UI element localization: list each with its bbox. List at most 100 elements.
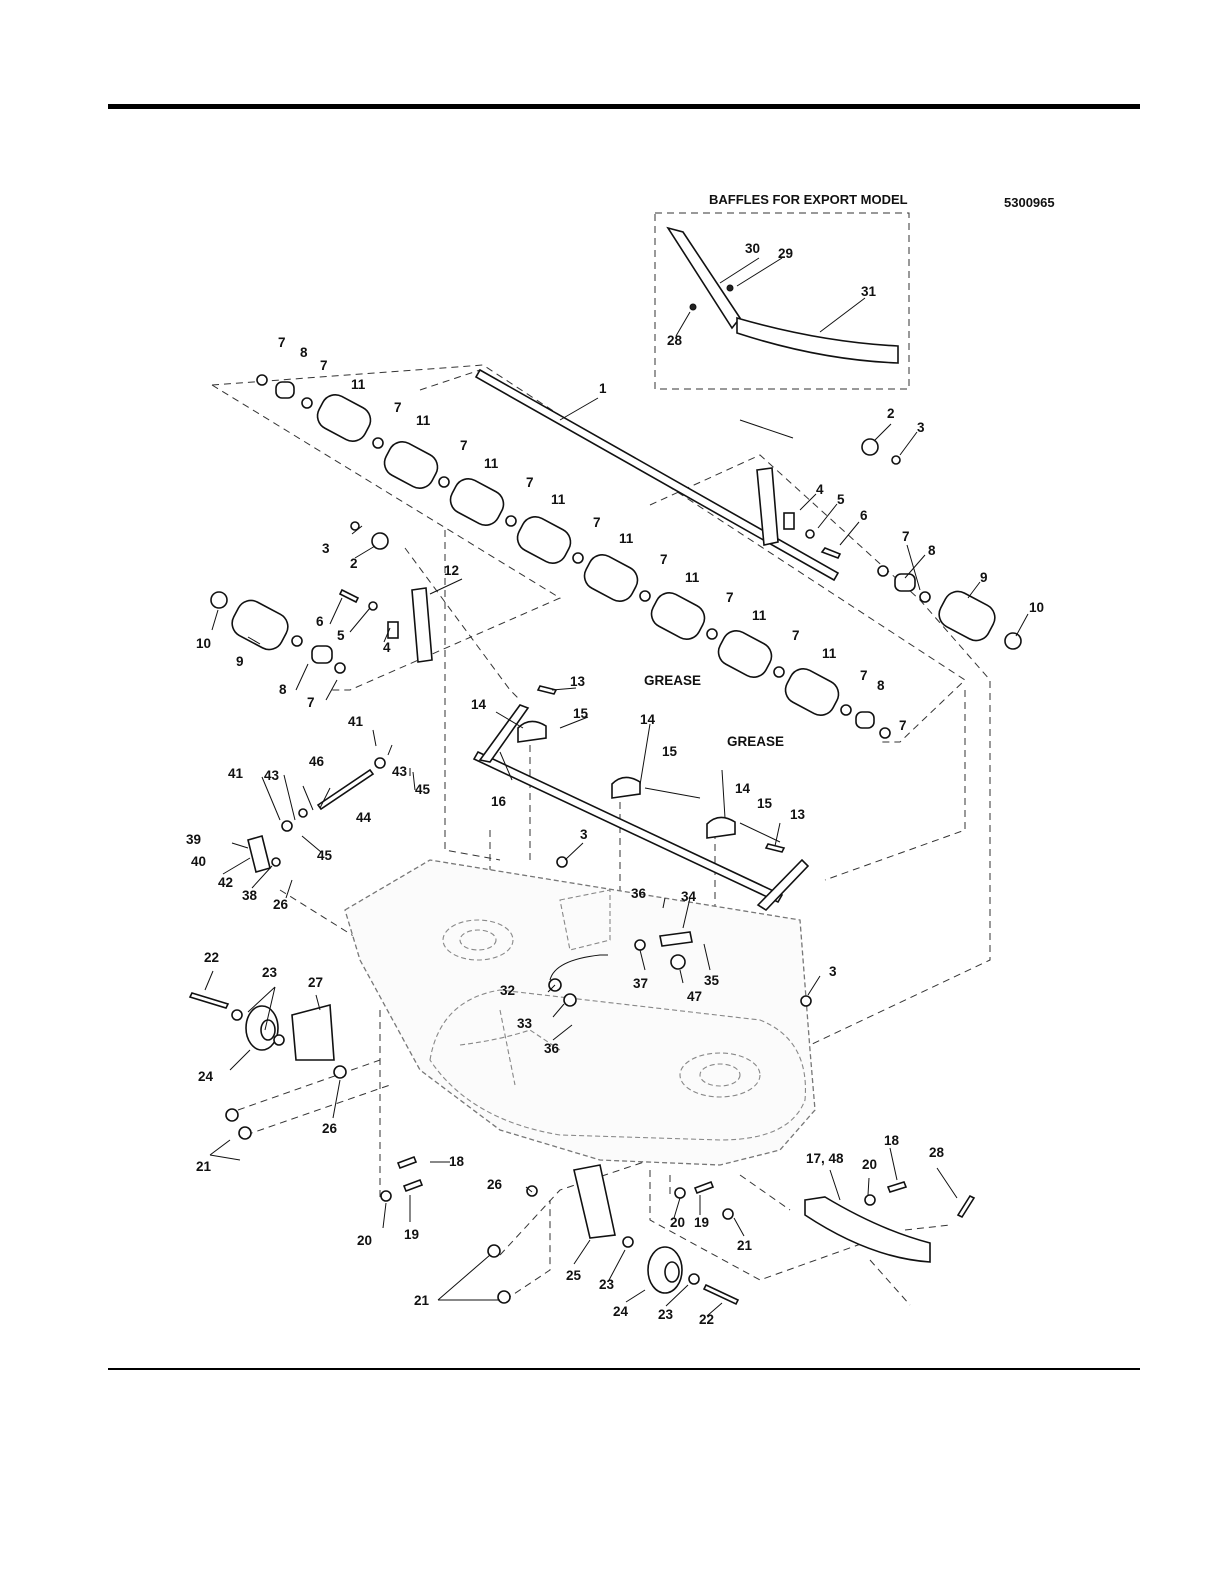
nut xyxy=(238,1126,252,1140)
callout-20: 20 xyxy=(862,1157,877,1172)
footer-rule xyxy=(108,1368,1140,1370)
callout-7: 7 xyxy=(307,695,315,710)
callout-7: 7 xyxy=(726,590,734,605)
adjust-rod xyxy=(316,768,375,811)
callout-10: 10 xyxy=(196,636,211,651)
callout-27: 27 xyxy=(308,975,323,990)
axle-bracket-left xyxy=(411,587,433,663)
right-gauge-wheel xyxy=(487,1164,740,1306)
callout-20: 20 xyxy=(357,1233,372,1248)
baffle-bracket xyxy=(666,226,741,330)
front-axle xyxy=(472,750,784,904)
roller xyxy=(516,516,572,564)
callout-11: 11 xyxy=(484,456,499,471)
roller xyxy=(784,668,840,716)
callout-43: 43 xyxy=(264,768,280,783)
callout-11: 11 xyxy=(551,492,566,507)
bracket-clip xyxy=(783,512,795,530)
washer xyxy=(334,662,346,674)
callout-23: 23 xyxy=(599,1277,615,1292)
standard-baffle xyxy=(804,1181,976,1263)
callout-18: 18 xyxy=(884,1133,900,1148)
callout-32: 32 xyxy=(500,983,515,998)
roller xyxy=(383,441,439,489)
washer xyxy=(273,1034,285,1046)
bolt xyxy=(820,547,842,560)
axle-clamp xyxy=(611,776,641,799)
bolt xyxy=(402,1178,424,1193)
baffle-nut xyxy=(726,284,734,292)
assembly-guide-lines xyxy=(211,364,991,1306)
callout-3: 3 xyxy=(580,827,588,842)
wheel-bracket xyxy=(573,1164,616,1239)
callout-2: 2 xyxy=(350,556,358,571)
callout-15: 15 xyxy=(757,796,773,811)
callout-10: 10 xyxy=(1029,600,1044,615)
callout-16: 16 xyxy=(491,794,507,809)
front-axle-arm-right xyxy=(756,858,810,912)
washer xyxy=(231,1009,243,1021)
washer xyxy=(291,635,303,647)
roller xyxy=(650,592,706,640)
callout-7: 7 xyxy=(394,400,402,415)
cap xyxy=(1004,632,1022,650)
callout-labels: 1 2 2 3 3 3 3 4 4 5 5 6 6 7 7 7 7 7 7 7 … xyxy=(186,241,1044,1327)
bolt xyxy=(693,1180,715,1195)
callout-11: 11 xyxy=(619,531,634,546)
callout-19: 19 xyxy=(404,1227,419,1242)
callout-21: 21 xyxy=(196,1159,212,1174)
washer xyxy=(368,601,378,611)
nut xyxy=(333,1065,347,1079)
callout-43: 43 xyxy=(392,764,408,779)
callout-42: 42 xyxy=(218,875,233,890)
mower-deck xyxy=(344,859,816,1166)
bolt xyxy=(338,588,360,604)
cap xyxy=(210,591,228,609)
washer xyxy=(271,857,281,867)
rod-end xyxy=(374,757,386,769)
wheel-bolt xyxy=(702,1283,740,1306)
bolt xyxy=(396,1155,418,1170)
callout-4: 4 xyxy=(816,482,824,497)
washer xyxy=(350,521,360,531)
callout-11: 11 xyxy=(752,608,767,623)
wheel-hub xyxy=(664,1261,680,1283)
front-axle-arm-left xyxy=(478,704,530,763)
left-gauge-wheel xyxy=(188,992,347,1140)
washer xyxy=(877,565,889,577)
callout-45: 45 xyxy=(415,782,431,797)
callout-44: 44 xyxy=(356,810,372,825)
nut xyxy=(556,856,568,868)
rod-end xyxy=(281,820,293,832)
callout-7: 7 xyxy=(660,552,668,567)
roller xyxy=(231,599,289,651)
washer xyxy=(840,704,852,716)
callout-1: 1 xyxy=(599,381,607,396)
wheel-bracket xyxy=(291,1003,335,1061)
callout-15: 15 xyxy=(573,706,589,721)
washer xyxy=(572,552,584,564)
callout-21: 21 xyxy=(414,1293,430,1308)
callout-6: 6 xyxy=(316,614,324,629)
washer xyxy=(256,374,268,386)
bolt xyxy=(956,1194,976,1219)
callout-24: 24 xyxy=(198,1069,214,1084)
washer xyxy=(301,397,313,409)
callout-7: 7 xyxy=(526,475,534,490)
fitting xyxy=(563,993,577,1007)
washer xyxy=(674,1187,686,1199)
nut xyxy=(861,438,879,456)
figure-number: 5300965 xyxy=(1004,195,1055,210)
callout-30: 30 xyxy=(745,241,760,256)
callout-11: 11 xyxy=(351,377,366,392)
callout-37: 37 xyxy=(633,976,648,991)
bolt xyxy=(536,685,558,695)
callout-25: 25 xyxy=(566,1268,582,1283)
callout-28: 28 xyxy=(929,1145,945,1160)
callout-5: 5 xyxy=(837,492,845,507)
callout-11: 11 xyxy=(822,646,837,661)
callout-19: 19 xyxy=(694,1215,709,1230)
callout-23: 23 xyxy=(658,1307,674,1322)
washer xyxy=(639,590,651,602)
nut xyxy=(497,1290,511,1304)
